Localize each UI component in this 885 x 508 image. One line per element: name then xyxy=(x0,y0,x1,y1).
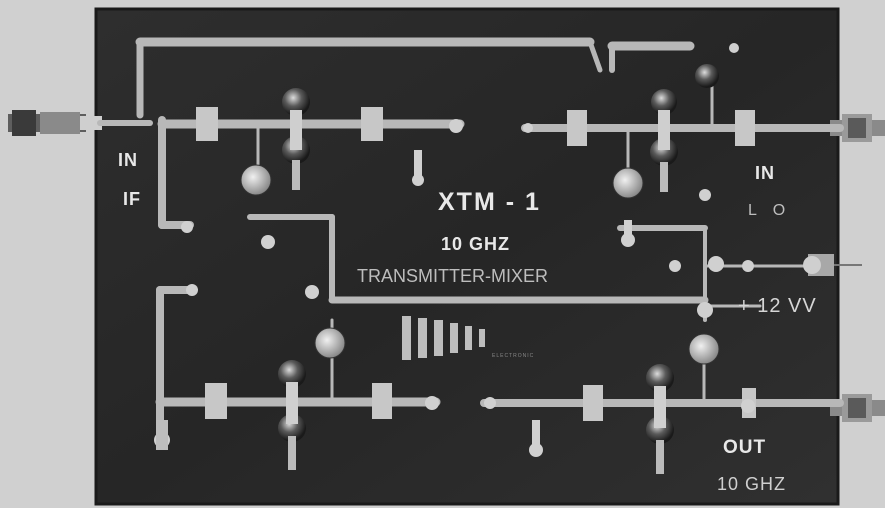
board-subtitle: TRANSMITTER-MIXER xyxy=(357,266,548,286)
lo-label: L O xyxy=(748,202,792,219)
logo-caption: ELECTRONIC xyxy=(492,353,535,359)
sma-connector-left xyxy=(8,110,102,136)
logo-mark xyxy=(402,316,485,360)
disc-capacitors xyxy=(240,164,720,365)
sma-connector-right-top xyxy=(830,114,885,142)
power-feedthrough xyxy=(803,254,862,276)
out-label: OUT xyxy=(723,437,767,458)
power-label: + 12 VV xyxy=(738,295,817,317)
transistors xyxy=(278,64,719,474)
pcb-board xyxy=(94,7,840,506)
board-title: XTM - 1 xyxy=(438,188,541,216)
board-frequency: 10 GHZ xyxy=(441,234,511,254)
out-frequency-label: 10 GHZ xyxy=(717,474,787,494)
lo-in-label: IN xyxy=(755,163,775,183)
if-label: IF xyxy=(123,189,141,209)
solder-joints xyxy=(154,43,755,457)
if-in-label: IN xyxy=(118,150,138,170)
